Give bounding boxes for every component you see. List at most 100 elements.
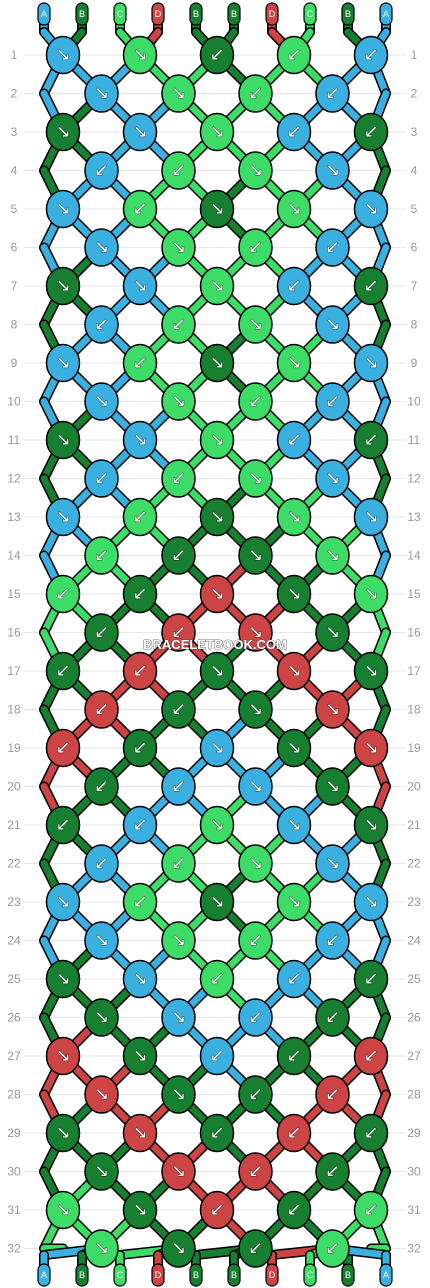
knot: ↘	[199, 805, 235, 845]
knot-body	[161, 1229, 196, 1268]
knot-arrow: ↘	[132, 969, 147, 989]
knot-arrow: ↘	[325, 777, 340, 797]
knot: ↘	[122, 35, 158, 75]
knot: ↙	[315, 998, 350, 1037]
knot-arrow: ↘	[286, 738, 301, 758]
knot-body	[161, 998, 196, 1037]
knot-body	[276, 189, 312, 229]
knot-arrow: ↘	[132, 1123, 147, 1143]
row-number: 18	[407, 703, 421, 717]
knot: ↘	[238, 459, 273, 498]
strand-label-bottom-letter: C	[117, 1270, 124, 1280]
knot-arrow: ↘	[55, 430, 70, 450]
row-number: 20	[407, 780, 421, 794]
knot-body	[238, 844, 273, 883]
row-number: 23	[407, 895, 421, 909]
knot: ↙	[199, 1036, 235, 1076]
row-numbers-left: 1234567891011121314151617181920212223242…	[7, 48, 21, 1256]
knot-body	[161, 228, 196, 267]
knot-arrow: ↘	[55, 122, 70, 142]
knot-body	[315, 690, 350, 729]
knot: ↘	[315, 305, 350, 344]
knot-arrow: ↙	[132, 199, 147, 219]
knot: ↙	[315, 382, 350, 421]
knot: ↘	[161, 228, 196, 267]
knot-arrow: ↘	[94, 1162, 109, 1182]
knot-arrow: ↘	[94, 931, 109, 951]
knot: ↙	[199, 959, 235, 999]
knot: ↙	[84, 767, 119, 806]
knot: ↘	[238, 844, 273, 883]
strand-label-top-tab	[151, 2, 165, 26]
knot-arrow: ↙	[325, 238, 340, 258]
knot-body	[315, 767, 350, 806]
knot-arrow: ↙	[286, 969, 301, 989]
strand-label-bottom-tab	[303, 1263, 317, 1287]
knot-body	[161, 1075, 196, 1114]
knot: ↘	[199, 728, 235, 768]
knot-body	[122, 112, 158, 152]
knot: ↘	[45, 266, 81, 306]
knot-body	[161, 613, 196, 652]
knot-body	[84, 998, 119, 1037]
row-number: 31	[407, 1203, 421, 1217]
knot-arrow: ↘	[209, 815, 224, 835]
row-number: 19	[7, 741, 21, 755]
knot: ↙	[161, 459, 196, 498]
strand-label-top-tab	[189, 2, 203, 26]
knot-body	[199, 574, 235, 614]
strand-label-bottom-tab	[37, 1263, 51, 1287]
knot-body	[84, 1075, 119, 1114]
row-number: 9	[411, 356, 418, 370]
knot-body	[84, 767, 119, 806]
knot-body	[199, 35, 235, 75]
knot-arrow: ↘	[325, 546, 340, 566]
knot-arrow: ↙	[132, 661, 147, 681]
row-number: 7	[411, 279, 418, 293]
knot: ↙	[353, 959, 389, 999]
knot: ↙	[45, 805, 81, 845]
knot-body	[161, 305, 196, 344]
knot-body	[353, 882, 389, 922]
knot-arrow: ↘	[325, 315, 340, 335]
row-number: 26	[7, 1011, 21, 1025]
row-number: 15	[407, 587, 421, 601]
strand-label-top-letter: B	[345, 9, 351, 19]
knot: ↙	[122, 882, 158, 922]
knot-body	[122, 1036, 158, 1076]
knot-body	[161, 382, 196, 421]
knot: ↙	[238, 921, 273, 960]
knot-arrow: ↘	[325, 623, 340, 643]
knot: ↘	[161, 382, 196, 421]
strand-label-top-tab	[341, 2, 355, 26]
row-number: 8	[11, 318, 18, 332]
knot: ↘	[315, 690, 350, 729]
knot-body	[238, 1229, 273, 1268]
knot-body	[238, 382, 273, 421]
knot: ↙	[45, 651, 81, 691]
knot: ↙	[353, 420, 389, 460]
knot: ↘	[122, 1113, 158, 1153]
knot-body	[45, 805, 81, 845]
knot: ↘	[84, 998, 119, 1037]
knot-body	[315, 1229, 350, 1268]
knot: ↘	[238, 151, 273, 190]
strand-label-bottom-tab	[75, 1263, 89, 1287]
knot-arrow: ↘	[248, 777, 263, 797]
knot: ↙	[84, 305, 119, 344]
knot-arrow: ↙	[171, 315, 186, 335]
knot: ↙	[238, 382, 273, 421]
knot-arrow: ↘	[132, 1200, 147, 1220]
row-number: 10	[407, 395, 421, 409]
knot-arrow: ↙	[286, 276, 301, 296]
knot: ↙	[276, 1190, 312, 1230]
knot: ↙	[238, 74, 273, 113]
knot: ↘	[353, 805, 389, 845]
row-number: 2	[11, 87, 18, 101]
knot-arrow: ↘	[55, 1123, 70, 1143]
knot-body	[315, 382, 350, 421]
knot-arrow: ↙	[171, 546, 186, 566]
knot: ↘	[84, 1152, 119, 1191]
knot: ↘	[199, 189, 235, 229]
